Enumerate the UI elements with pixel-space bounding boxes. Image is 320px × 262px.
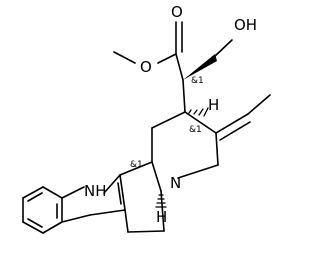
hydroxyl-label: OH [234, 16, 257, 34]
ester-side-chain [113, 21, 233, 113]
carbonyl-oxygen-label: O [171, 3, 183, 21]
molecule-structure: O O OH NH N H H &1 &1 &1 [22, 3, 271, 234]
stereo-h-bottom-label: H [156, 208, 167, 226]
stereo-hash-bond-top [188, 107, 209, 117]
benzene-ring [22, 186, 63, 234]
indole-nh-label: NH [84, 182, 107, 200]
stereo-hash-bond-bottom [155, 194, 167, 208]
stereo-wedge-bond [183, 54, 217, 80]
ester-oxygen-label: O [140, 58, 152, 76]
stereo-flag-top: &1 [191, 76, 204, 86]
stereo-flag-bottom: &1 [130, 160, 143, 170]
stereo-h-top-label: H [208, 96, 219, 114]
tertiary-n-label: N [170, 174, 181, 192]
ring-system-c-d [119, 111, 219, 233]
stereo-flag-mid: &1 [189, 125, 202, 135]
pyrrole-ring [61, 174, 126, 223]
ethylidene-group [215, 94, 271, 141]
